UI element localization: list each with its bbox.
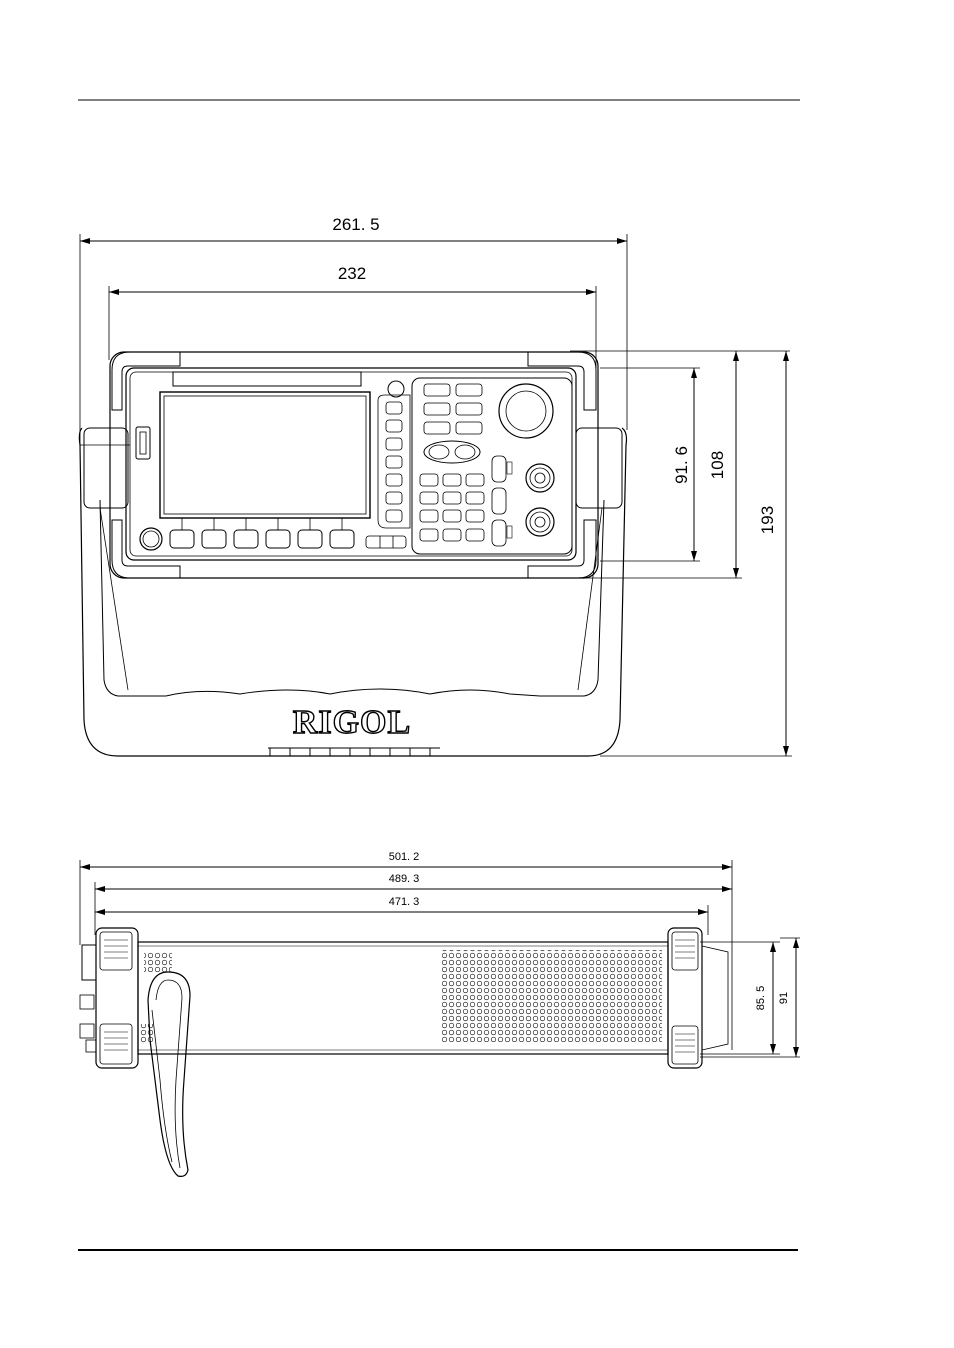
dim-total-height: 193 — [600, 351, 792, 757]
dim-side-total-height-label: 91 — [778, 992, 790, 1004]
front-bumpers — [79, 927, 139, 1069]
bnc-connectors — [525, 463, 555, 537]
power-button — [139, 527, 163, 551]
dim-body-height-label: 108 — [708, 451, 727, 479]
keypad — [411, 377, 573, 555]
label-strip — [172, 371, 362, 387]
side-body — [137, 941, 669, 1055]
rigol-logo: RIGOL — [293, 704, 411, 741]
function-keys — [377, 380, 411, 529]
vent-ticks — [268, 747, 440, 756]
dim-body-width: 232 — [108, 264, 597, 368]
side-handle — [147, 971, 191, 1177]
dim-body-width-label: 232 — [338, 264, 366, 283]
menu-softkeys — [169, 518, 407, 549]
dim-length-with-handle-label: 489. 3 — [389, 873, 420, 885]
dim-body-length-label: 471. 3 — [389, 896, 420, 908]
dim-total-length-label: 501. 2 — [389, 851, 420, 863]
dim-length-with-handle: 489. 3 — [94, 873, 732, 935]
usb-port — [135, 426, 151, 460]
instrument-body — [109, 351, 599, 579]
front-view: 261. 5 232 91. 6 108 193 — [78, 215, 792, 757]
rear-bumpers — [667, 927, 729, 1069]
dim-side-body-height-label: 85. 5 — [755, 986, 767, 1010]
dim-side-body-height: 85. 5 — [700, 941, 780, 1055]
dim-body-height: 108 — [570, 350, 790, 579]
dim-side-total-height: 91 — [700, 937, 800, 1058]
dim-total-length: 501. 2 — [79, 851, 733, 1050]
lcd-screen — [159, 391, 371, 519]
vent-grid — [442, 950, 662, 1042]
dim-body-length: 471. 3 — [95, 896, 709, 935]
dim-panel-height: 91. 6 — [600, 367, 700, 562]
dim-total-height-label: 193 — [758, 506, 777, 534]
carry-handle: RIGOL — [78, 427, 628, 757]
side-view: 501. 2 489. 3 471. 3 85. 5 91 — [79, 851, 800, 1177]
rotary-knob — [498, 383, 554, 439]
dim-panel-height-label: 91. 6 — [672, 446, 691, 484]
dim-total-width: 261. 5 — [79, 215, 628, 445]
dim-total-width-label: 261. 5 — [332, 215, 379, 234]
